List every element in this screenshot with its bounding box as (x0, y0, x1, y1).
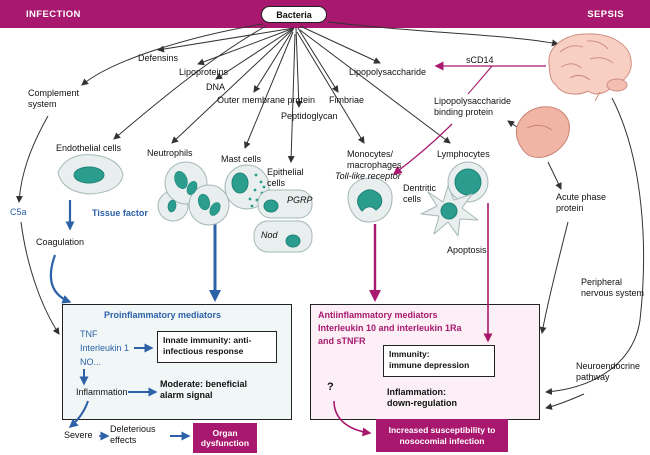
liver-illustration (515, 106, 570, 158)
neuroendocrine-pathway-label: Neuroendocrine pathway (576, 361, 641, 382)
organ-dysfunction-box: Organ dysfunction (193, 423, 257, 453)
endothelial-cell-drawing (57, 154, 124, 195)
sepsis-label: SEPSIS (587, 8, 624, 20)
immunity-line2: immune depression (389, 360, 470, 370)
dna-label: DNA (206, 82, 226, 92)
lbp-label: Lipopolysaccharide binding protein (434, 96, 512, 117)
dendritic-cell-drawing (420, 185, 479, 237)
lymphocytes-label: Lymphocytes (437, 149, 490, 159)
immune-depression-box: Immunity: immune depression (383, 345, 495, 377)
inflammation-label: Inflammation (76, 387, 128, 397)
bacteria-node: Bacteria (261, 6, 327, 23)
monocyte-cell-drawing (347, 177, 393, 223)
lymphocyte-cell-drawing (447, 161, 489, 203)
fimbriae-label: Fimbriae (329, 95, 365, 105)
magenta-arrows (333, 61, 546, 437)
proinflammatory-title: Proinflammatory mediators (104, 310, 222, 320)
lipoproteins-label: Lipoproteins (179, 67, 229, 77)
peptidoglycan-label: Peptidoglycan (281, 111, 338, 121)
coagulation-label: Coagulation (36, 237, 85, 247)
question-mark-label: ? (327, 381, 334, 393)
severe-label: Severe (64, 430, 93, 440)
immunity-line1: Immunity: (389, 349, 430, 359)
neutrophils-label: Neutrophils (147, 148, 193, 158)
innate-immunity-box: Innate immunity: anti-infectious respons… (157, 331, 277, 363)
deleterious-effects-label: Deleterious effects (110, 424, 156, 445)
pgrp-label: PGRP (287, 195, 313, 205)
blue-arrows (49, 200, 221, 441)
moderate-label: Moderate: beneficial alarm signal (160, 379, 248, 400)
acute-phase-protein-label: Acute phase protein (556, 192, 607, 213)
antiinflammatory-title-line3: and sTNFR (318, 336, 366, 346)
defensins-label: Defensins (138, 53, 179, 63)
brain-illustration (548, 33, 632, 102)
epithelial-cells-drawing (253, 189, 313, 253)
antiinflammatory-title-line1: Antiinflammatory mediators (318, 310, 438, 320)
toll-like-receptor-label: Toll-like receptor (335, 171, 401, 181)
dendritic-cells-label: Dentritic cells (403, 183, 437, 204)
antiinflammatory-title-line2: Interleukin 10 and interleukin 1Ra (318, 323, 462, 333)
mast-cells-label: Mast cells (221, 154, 262, 164)
black-arrows (15, 21, 644, 410)
lipopolysaccharide-label: Lipopolysaccharide (349, 67, 427, 77)
monocytes-label: Monocytes/ macrophages (347, 149, 402, 170)
tnf-label: TNF (80, 329, 98, 339)
nosocomial-infection-box: Increased susceptibility to nosocomial i… (376, 419, 508, 452)
peripheral-nervous-system-label: Peripheral nervous system (581, 277, 645, 298)
outer-membrane-protein-label: Outer membrane protein (217, 95, 316, 105)
scd14-label: sCD14 (466, 55, 494, 65)
apoptosis-label: Apoptosis (447, 245, 487, 255)
interleukin1-label: Interleukin 1 (80, 343, 130, 353)
infection-label: INFECTION (26, 8, 81, 20)
complement-system-label: Complement system (28, 88, 80, 109)
tissue-factor-label: Tissue factor (92, 208, 148, 218)
neutrophil-cells-drawing (157, 161, 230, 226)
mast-cell-drawing (224, 164, 270, 210)
no-label: NO... (80, 357, 102, 367)
c5a-label: C5a (10, 207, 27, 217)
endothelial-cells-label: Endothelial cells (56, 143, 122, 153)
epithelial-cells-label: Epithelial cells (267, 167, 304, 188)
downregulation-label: Inflammation: down-regulation (387, 387, 457, 408)
nod-label: Nod (261, 230, 278, 240)
